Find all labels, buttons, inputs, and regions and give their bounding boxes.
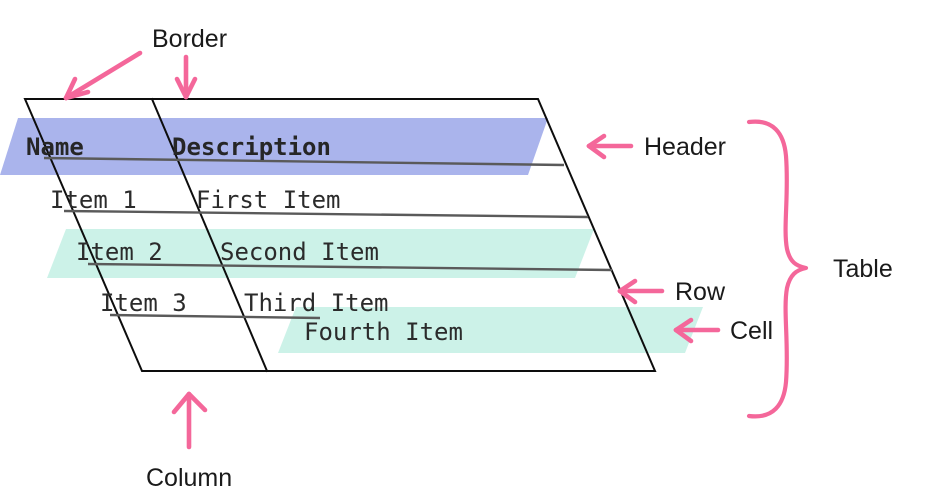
annotation-label-header: Header xyxy=(644,133,726,161)
header-cell-name: Name xyxy=(26,133,84,161)
column-divider-border xyxy=(150,97,269,373)
border-arrow-down-icon xyxy=(174,54,198,100)
floating-cell-fourth-item: Fourth Item xyxy=(304,318,463,346)
row-rules xyxy=(43,156,613,320)
table-content: Name Description Item 1 First Item Item … xyxy=(26,133,463,346)
annotation-row: Row xyxy=(617,278,726,306)
cell-arrow-left-icon xyxy=(673,317,721,344)
annotation-border: Border xyxy=(63,25,227,101)
header-cell-description: Description xyxy=(172,133,331,161)
annotation-label-cell: Cell xyxy=(730,317,773,345)
table-outer-border xyxy=(23,98,657,372)
annotation-label-border: Border xyxy=(152,25,227,53)
highlight-bands xyxy=(0,118,703,353)
annotation-header: Header xyxy=(586,133,726,161)
row3-cell-description: Third Item xyxy=(244,289,389,317)
row2-cell-name: Item 2 xyxy=(76,238,163,266)
row2-bottom-rule xyxy=(87,262,613,272)
header-bottom-rule xyxy=(43,156,565,167)
annotation-cell: Cell xyxy=(673,317,773,345)
annotation-label-row: Row xyxy=(675,278,726,306)
row1-cell-name: Item 1 xyxy=(50,186,137,214)
row3-bottom-rule xyxy=(109,313,321,320)
border-arrow-diagonal-icon xyxy=(63,50,143,101)
annotation-column: Column xyxy=(146,391,232,492)
row1-bottom-rule xyxy=(63,209,589,219)
header-arrow-left-icon xyxy=(586,133,634,160)
row3-cell-name: Item 3 xyxy=(100,289,187,317)
annotation-label-column: Column xyxy=(146,464,232,492)
cell-highlight-band xyxy=(278,307,703,353)
row2-cell-description: Second Item xyxy=(220,238,379,266)
annotation-table: Table xyxy=(746,119,893,419)
column-arrow-up-icon xyxy=(171,391,208,450)
table-frame xyxy=(23,97,657,373)
header-highlight-band xyxy=(0,118,548,175)
row-arrow-left-icon xyxy=(617,278,665,305)
table-brace-icon xyxy=(746,119,809,419)
annotation-label-table: Table xyxy=(833,255,893,283)
row1-cell-description: First Item xyxy=(196,186,341,214)
